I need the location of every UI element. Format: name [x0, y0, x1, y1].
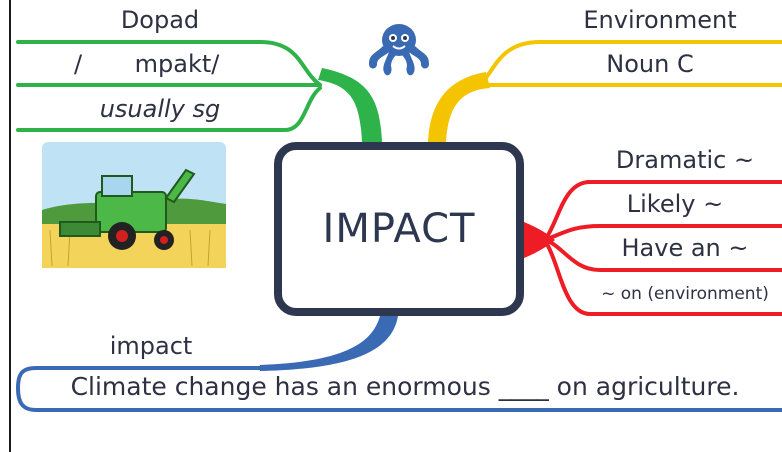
usage-note-label: usually sg [99, 95, 221, 123]
part-of-speech-label: Noun C [606, 50, 694, 78]
translation-label: Dopad [120, 6, 200, 34]
collocation-2: Likely ~ [626, 190, 724, 218]
red-trunk [524, 222, 555, 258]
red-line-1 [546, 180, 782, 237]
green-line-1 [16, 40, 322, 87]
yellow-trunk [428, 72, 490, 142]
pronunciation-open: / [73, 50, 83, 78]
green-trunk [318, 68, 382, 142]
red-line-3 [548, 240, 782, 272]
green-line-3 [16, 86, 322, 132]
topic-label: Environment [583, 6, 737, 34]
central-word-box: IMPACT [274, 142, 524, 316]
combine-harvester-illustration [42, 142, 226, 268]
red-line-4 [546, 244, 782, 316]
example-sentence: Climate change has an enormous ____ on a… [70, 372, 740, 401]
blue-frame [15, 366, 782, 412]
collocation-4: ~ on (environment) [601, 284, 769, 304]
pronunciation-label: mpakt/ [134, 50, 220, 78]
central-word: IMPACT [322, 206, 476, 252]
answer-word-label: impact [109, 332, 193, 360]
collocation-3: Have an ~ [621, 234, 749, 262]
red-line-2 [548, 224, 782, 240]
blue-trunk [260, 316, 398, 371]
collocation-1: Dramatic ~ [615, 146, 755, 174]
left-border-line [9, 0, 11, 452]
octopus-icon [369, 24, 429, 76]
